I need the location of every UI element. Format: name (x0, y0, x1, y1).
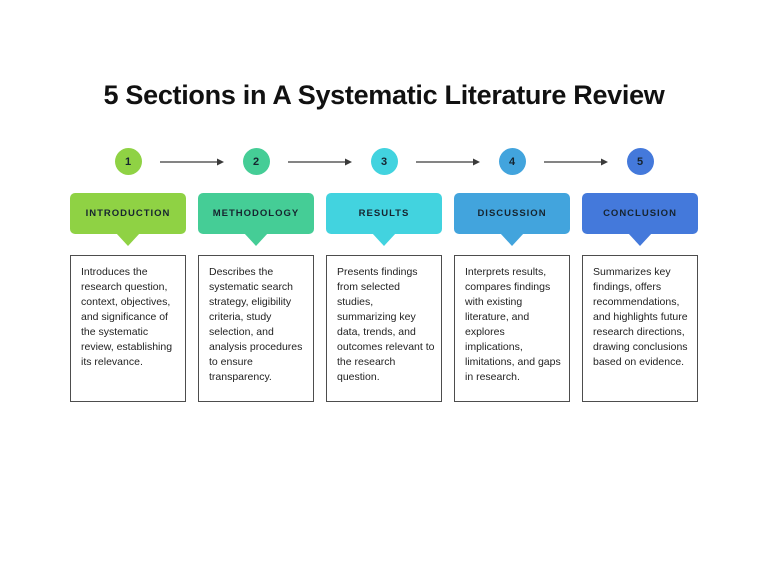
page-title: 5 Sections in A Systematic Literature Re… (103, 80, 665, 110)
section-header: RESULTS (326, 193, 442, 246)
pointer-tail-icon (244, 233, 268, 246)
step-number: 5 (636, 155, 644, 168)
step-circle: 1 (114, 148, 142, 175)
section-header: METHODOLOGY (198, 193, 314, 246)
pointer-tail-icon (628, 233, 652, 246)
section-label: METHODOLOGY (212, 208, 300, 219)
arrow-right-icon (416, 157, 480, 167)
section-label: INTRODUCTION (85, 208, 171, 219)
section-description-card: Presents findings from selected studies,… (326, 255, 442, 402)
diagram: 1 INTRODUCTION Introduces the research q… (70, 148, 698, 402)
column-results: 3 RESULTS Presents findings from selecte… (326, 148, 442, 402)
step-circle: 4 (498, 148, 526, 175)
step-number: 1 (124, 155, 132, 168)
arrow-right-icon (160, 157, 224, 167)
section-label: DISCUSSION (477, 208, 547, 219)
section-description-card: Describes the systematic search strategy… (198, 255, 314, 402)
arrow-right-icon (544, 157, 608, 167)
arrow-right-icon (288, 157, 352, 167)
step-number: 2 (252, 155, 260, 168)
section-description-card: Summarizes key findings, offers recommen… (582, 255, 698, 402)
pointer-tail-icon (372, 233, 396, 246)
step-number: 3 (380, 155, 388, 168)
pointer-tail-icon (116, 233, 140, 246)
column-discussion: 4 DISCUSSION Interprets results, compare… (454, 148, 570, 402)
section-header: DISCUSSION (454, 193, 570, 246)
pointer-tail-icon (500, 233, 524, 246)
step-circle: 2 (242, 148, 270, 175)
section-description-card: Interprets results, compares findings wi… (454, 255, 570, 402)
section-label: CONCLUSION (603, 208, 677, 219)
step-circle: 5 (626, 148, 654, 175)
column-methodology: 2 METHODOLOGY Describes the systematic s… (198, 148, 314, 402)
step-number: 4 (508, 155, 516, 168)
section-header: CONCLUSION (582, 193, 698, 246)
step-circle: 3 (370, 148, 398, 175)
section-label: RESULTS (358, 208, 410, 219)
column-introduction: 1 INTRODUCTION Introduces the research q… (70, 148, 186, 402)
step-columns: 1 INTRODUCTION Introduces the research q… (70, 148, 698, 402)
column-conclusion: 5 CONCLUSION Summarizes key findings, of… (582, 148, 698, 402)
section-header: INTRODUCTION (70, 193, 186, 246)
section-description-card: Introduces the research question, contex… (70, 255, 186, 402)
